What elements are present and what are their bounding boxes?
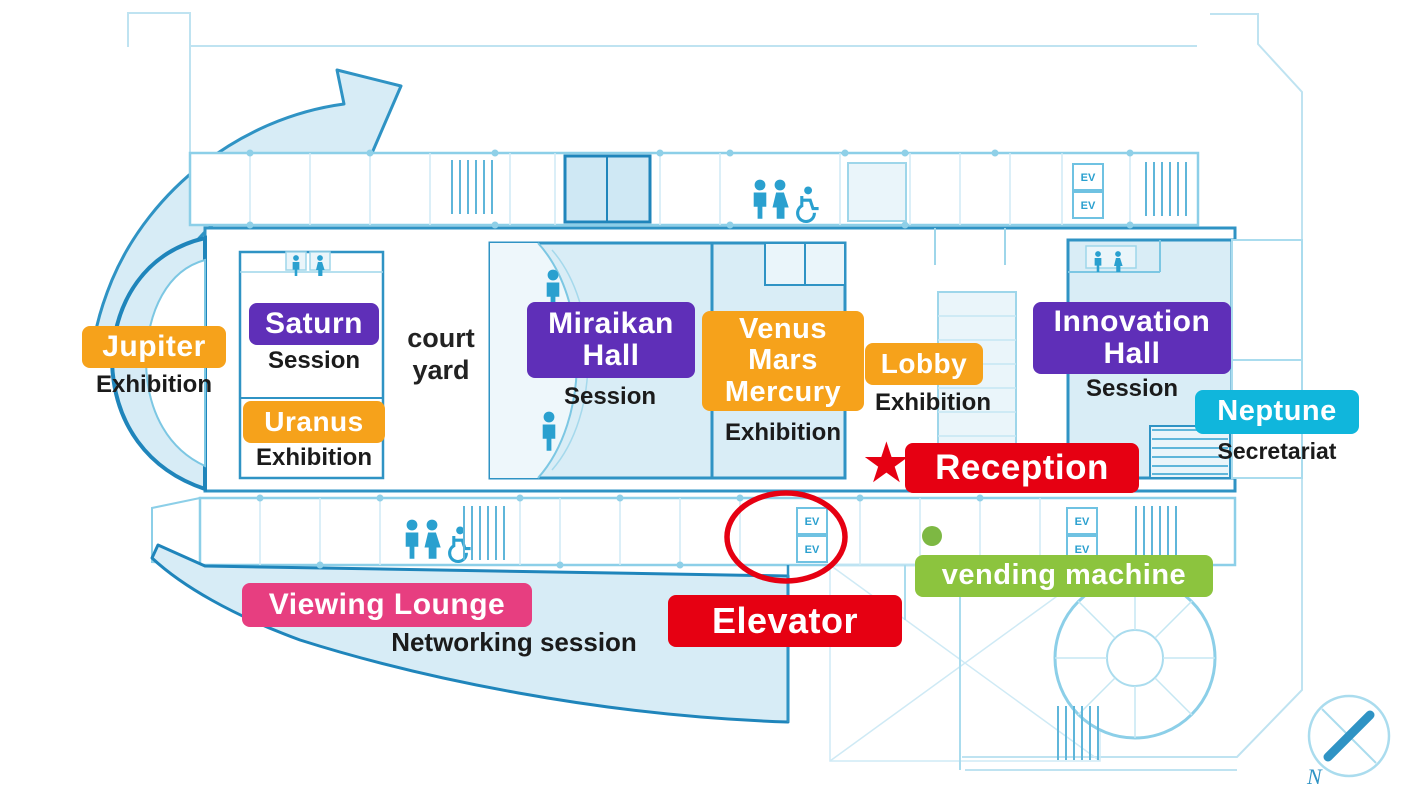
ev-icon <box>1066 507 1098 535</box>
badge-neptune: Neptune <box>1195 390 1359 434</box>
badge-jupiter: Jupiter <box>82 326 226 368</box>
miraikan-category-label: Session <box>563 383 657 410</box>
saturn-label: Saturn <box>264 306 363 340</box>
badge-vending-machine: vending machine <box>915 555 1213 597</box>
innovation-category-label: Session <box>1085 375 1179 402</box>
badge-elevator: Elevator <box>668 595 902 647</box>
miraikan-label-line1: Miraikan <box>548 306 674 340</box>
corridor-nodes <box>246 149 1134 569</box>
lower-corridor <box>151 496 1237 567</box>
reception-label: Reception <box>935 448 1109 488</box>
badge-lobby: Lobby <box>865 343 983 385</box>
badge-viewing-lounge: Viewing Lounge <box>242 583 532 627</box>
venus-category-label: Exhibition <box>725 419 841 446</box>
ev-icon <box>1072 163 1104 191</box>
venus-label-line3: Mercury <box>724 375 842 408</box>
elevator-label: Elevator <box>711 599 859 641</box>
right-wing <box>1231 239 1303 479</box>
badge-reception: Reception <box>905 443 1139 493</box>
viewing-lounge-category-label: Networking session <box>391 627 637 657</box>
vending-machine-label: vending machine <box>941 559 1187 592</box>
ev-icon <box>796 507 828 535</box>
badge-saturn: Saturn <box>249 303 379 345</box>
courtyard-line1: court <box>407 323 475 353</box>
viewing-lounge-label: Viewing Lounge <box>268 587 506 621</box>
badge-innovation-hall: Innovation Hall <box>1033 302 1231 374</box>
ev-icon <box>1072 191 1104 219</box>
innovation-label-line1: Innovation <box>1053 304 1211 338</box>
courtyard-label: court yard <box>395 322 487 387</box>
building-outline <box>127 12 1303 771</box>
venus-label-line2: Mars <box>748 344 818 377</box>
jupiter-category-label: Exhibition <box>96 371 212 398</box>
venus-label-line1: Venus <box>739 313 827 346</box>
badge-venus-mars-mercury: Venus Mars Mercury <box>702 311 864 411</box>
neptune-category-label: Secretariat <box>1217 438 1337 464</box>
vending-machine-dot <box>922 526 942 546</box>
courtyard-line2: yard <box>412 355 470 386</box>
badge-miraikan-hall: Miraikan Hall <box>527 302 695 378</box>
lobby-label: Lobby <box>880 347 968 379</box>
compass-north-label: N <box>1306 764 1323 789</box>
top-corridor <box>188 151 1200 227</box>
neptune-label: Neptune <box>1217 395 1337 428</box>
badge-uranus: Uranus <box>243 401 385 443</box>
lobby-category-label: Exhibition <box>875 389 991 416</box>
innovation-label-line2: Hall <box>1103 337 1161 370</box>
compass-icon: N <box>1306 694 1391 789</box>
uranus-label: Uranus <box>264 405 364 437</box>
ev-icon <box>796 535 828 563</box>
uranus-category-label: Exhibition <box>256 444 372 471</box>
elevator-highlight-ellipse <box>724 490 848 584</box>
jupiter-label: Jupiter <box>102 329 206 363</box>
saturn-category-label: Session <box>267 347 361 374</box>
miraikan-label-line2: Hall <box>582 339 640 372</box>
reception-star-icon: ★ <box>864 435 909 491</box>
